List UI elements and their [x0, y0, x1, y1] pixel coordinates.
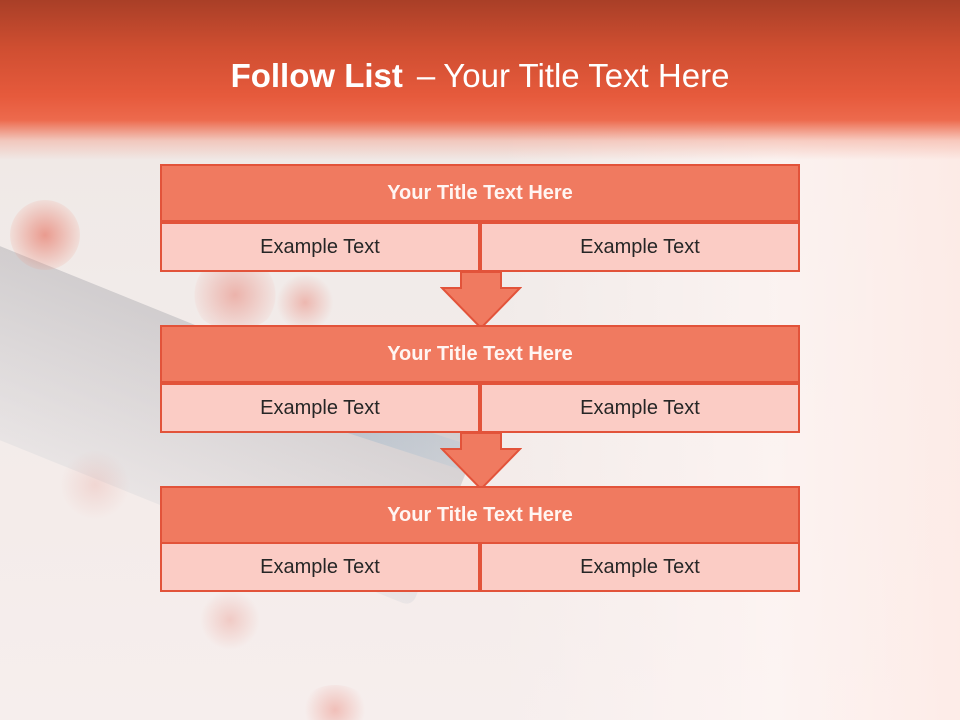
background-flower: [275, 275, 335, 330]
stage-cell-left: Example Text: [160, 383, 480, 433]
stage-title: Your Title Text Here: [160, 486, 800, 544]
stage-cell-left: Example Text: [160, 542, 480, 592]
stage-cell-left: Example Text: [160, 222, 480, 272]
stage-2: Your Title Text Here Example Text Exampl…: [160, 325, 800, 433]
stage-title: Your Title Text Here: [160, 164, 800, 222]
stage-cell-right: Example Text: [480, 383, 800, 433]
stage-title: Your Title Text Here: [160, 325, 800, 383]
background-flower: [200, 590, 260, 650]
stage-cell-right: Example Text: [480, 542, 800, 592]
background-flower: [60, 450, 130, 520]
header-banner: Follow List–Your Title Text Here: [0, 0, 960, 160]
background-flower: [10, 200, 80, 270]
stage-1: Your Title Text Here Example Text Exampl…: [160, 164, 800, 272]
page-title-rest: Your Title Text Here: [443, 57, 730, 94]
background-flower: [300, 685, 370, 720]
down-arrow-icon: [440, 272, 522, 330]
page-title: Follow List–Your Title Text Here: [0, 56, 960, 96]
page-title-dash: –: [416, 57, 436, 94]
stage-3: Your Title Text Here Example Text Exampl…: [160, 486, 800, 594]
down-arrow-icon: [440, 433, 522, 491]
stage-cell-right: Example Text: [480, 222, 800, 272]
page-title-bold: Follow List: [230, 57, 403, 94]
